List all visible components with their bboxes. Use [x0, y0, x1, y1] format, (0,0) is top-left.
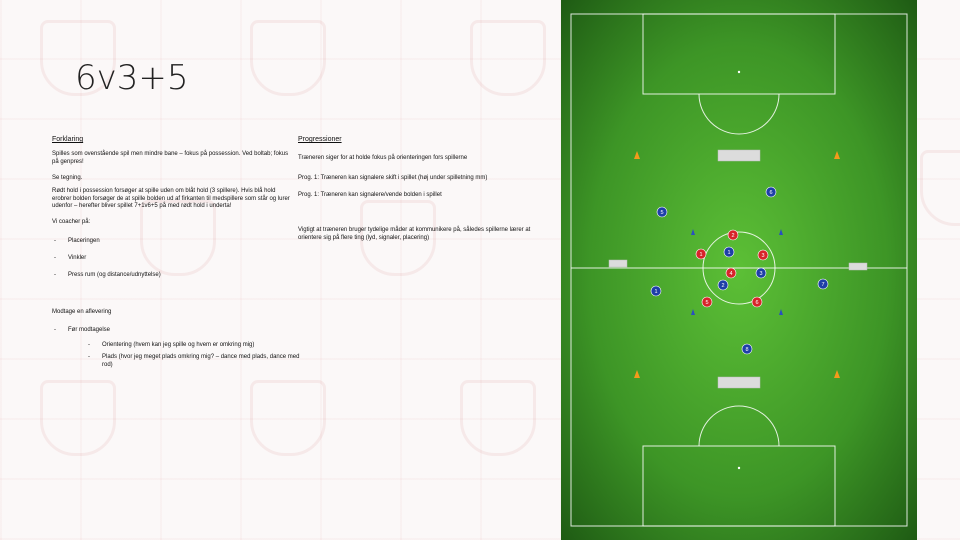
- football-pitch: 1 2 3 4 5 6 1 2 3 5 6 7 8 1: [561, 0, 917, 540]
- cones: [634, 151, 840, 378]
- blue-outside-player-number: 5: [660, 210, 663, 216]
- mini-goal: [848, 262, 868, 271]
- bullet-dot: -: [88, 354, 90, 360]
- marker: [691, 309, 695, 315]
- red-player-marker: [727, 229, 739, 241]
- marker: [779, 309, 783, 315]
- pitch-diagram: 1 2 3 4 5 6 1 2 3 5 6 7 8 1: [561, 0, 917, 540]
- red-player-number: 2: [731, 233, 734, 239]
- blue-outside-player-marker: [817, 278, 829, 290]
- top-penalty-spot: [737, 70, 741, 74]
- bullet-dot: -: [54, 272, 56, 278]
- blue-player-marker: [723, 246, 735, 258]
- blue-player-marker: [755, 267, 767, 279]
- watermark-logo: [140, 200, 216, 276]
- watermark-logo: [360, 200, 436, 276]
- cone: [834, 370, 840, 378]
- red-player-number: 5: [705, 300, 708, 306]
- blue-outside-player-marker: [656, 206, 668, 218]
- top-penalty-area: [642, 13, 836, 95]
- blue-player-number: 1: [727, 250, 730, 256]
- cone: [834, 151, 840, 159]
- right-column-heading: Progressioner: [298, 136, 342, 143]
- progression-item: Prog. 1: Træneren kan signalere/vende bo…: [298, 192, 442, 198]
- bullet-dot: -: [54, 255, 56, 261]
- explanation-paragraph: Rødt hold i possession forsøger at spill…: [52, 188, 290, 209]
- blue-outside-player-marker: [650, 285, 662, 297]
- blue-outside-player-number: 1: [654, 289, 657, 295]
- bottom-penalty-arc: [698, 405, 780, 447]
- focus-item: Vinkler: [68, 255, 87, 261]
- progression-item: Vigtigt at træneren bruger tydelige måde…: [298, 227, 531, 241]
- blue-player-marker: [717, 279, 729, 291]
- progression-item: Prog. 1: Træneren kan signalere skift i …: [298, 175, 488, 181]
- red-player-marker: [757, 249, 769, 261]
- receive-heading: Modtage en aflevering: [52, 309, 112, 315]
- receive-sub-item: Plads (hvor jeg meget plads omkring mig?…: [102, 354, 300, 368]
- marker: [779, 229, 783, 235]
- watermark-logo: [250, 20, 326, 96]
- bullet-dot: -: [88, 342, 90, 348]
- centre-circle: [702, 231, 776, 305]
- red-player-marker: [701, 296, 713, 308]
- red-player-marker: [695, 248, 707, 260]
- receive-item: Før modtagelse: [68, 327, 111, 333]
- cone: [634, 370, 640, 378]
- cone: [634, 151, 640, 159]
- players: 1 2 3 4 5 6 1 2 3 5 6 7 8 1: [650, 186, 829, 355]
- square-markers: [691, 229, 783, 315]
- blue-outside-player-number: 8: [745, 347, 748, 353]
- red-player-number: 3: [761, 253, 764, 259]
- top-penalty-arc: [698, 93, 780, 135]
- explanation-paragraph: Spilles som ovenstående spil men mindre …: [52, 151, 289, 165]
- mini-goals: [608, 149, 868, 389]
- red-player-number: 6: [755, 300, 758, 306]
- mini-goal: [717, 376, 761, 389]
- bullet-dot: -: [54, 327, 56, 333]
- blue-player-number: 2: [721, 283, 724, 289]
- red-player-number: 4: [729, 271, 732, 277]
- bottom-penalty-area: [642, 445, 836, 527]
- receive-sub-item: Orientering (hvem kan jeg spille og hvem…: [102, 342, 255, 348]
- mini-goal: [608, 259, 628, 268]
- left-column-heading: Forklaring: [52, 136, 84, 143]
- watermark-logo: [460, 380, 536, 456]
- blue-outside-player-marker: [765, 186, 777, 198]
- focus-heading: Vi coacher på:: [52, 219, 91, 225]
- watermark-logo: [470, 20, 546, 96]
- blue-outside-player-marker: [741, 343, 753, 355]
- bullet-dot: -: [54, 238, 56, 244]
- blue-outside-player-number: 7: [821, 282, 824, 288]
- progression-item: Træneren siger for at holde fokus på ori…: [298, 155, 468, 161]
- mini-goal: [717, 149, 761, 162]
- watermark-logo: [40, 20, 116, 96]
- bottom-penalty-spot: [737, 466, 741, 470]
- watermark-logo: [250, 380, 326, 456]
- focus-item: Press rum (og distance/udnyttelse): [68, 272, 161, 278]
- slide-title: 6v3+5: [75, 58, 189, 98]
- blue-player-number: 3: [759, 271, 762, 277]
- explanation-paragraph: Se tegning.: [52, 175, 83, 181]
- blue-outside-player-number: 6: [769, 190, 772, 196]
- red-player-marker: [751, 296, 763, 308]
- red-player-marker: [725, 267, 737, 279]
- watermark-logo: [40, 380, 116, 456]
- focus-item: Placeringen: [68, 238, 100, 244]
- red-player-number: 1: [699, 252, 702, 258]
- marker: [691, 229, 695, 235]
